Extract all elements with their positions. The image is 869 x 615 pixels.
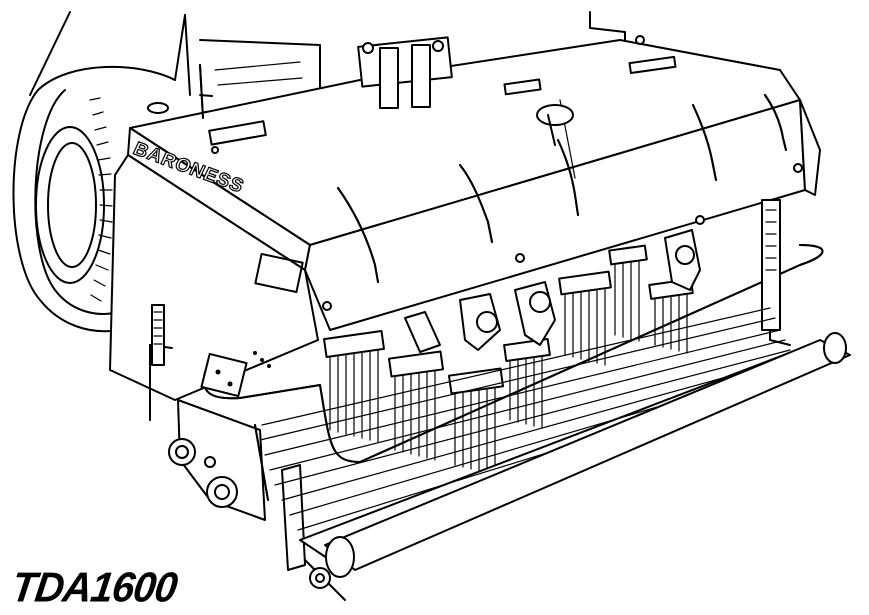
model-name: TDA1600 bbox=[8, 564, 180, 612]
right-frame bbox=[761, 199, 791, 346]
top-fittings bbox=[147, 11, 677, 146]
tine-assemblies bbox=[323, 229, 701, 476]
left-frame bbox=[149, 304, 306, 571]
guard-rail bbox=[202, 244, 824, 463]
tractor-tire bbox=[12, 11, 186, 333]
roller-deck bbox=[259, 307, 851, 601]
hood-handles bbox=[337, 94, 787, 283]
main-housing bbox=[109, 35, 821, 401]
